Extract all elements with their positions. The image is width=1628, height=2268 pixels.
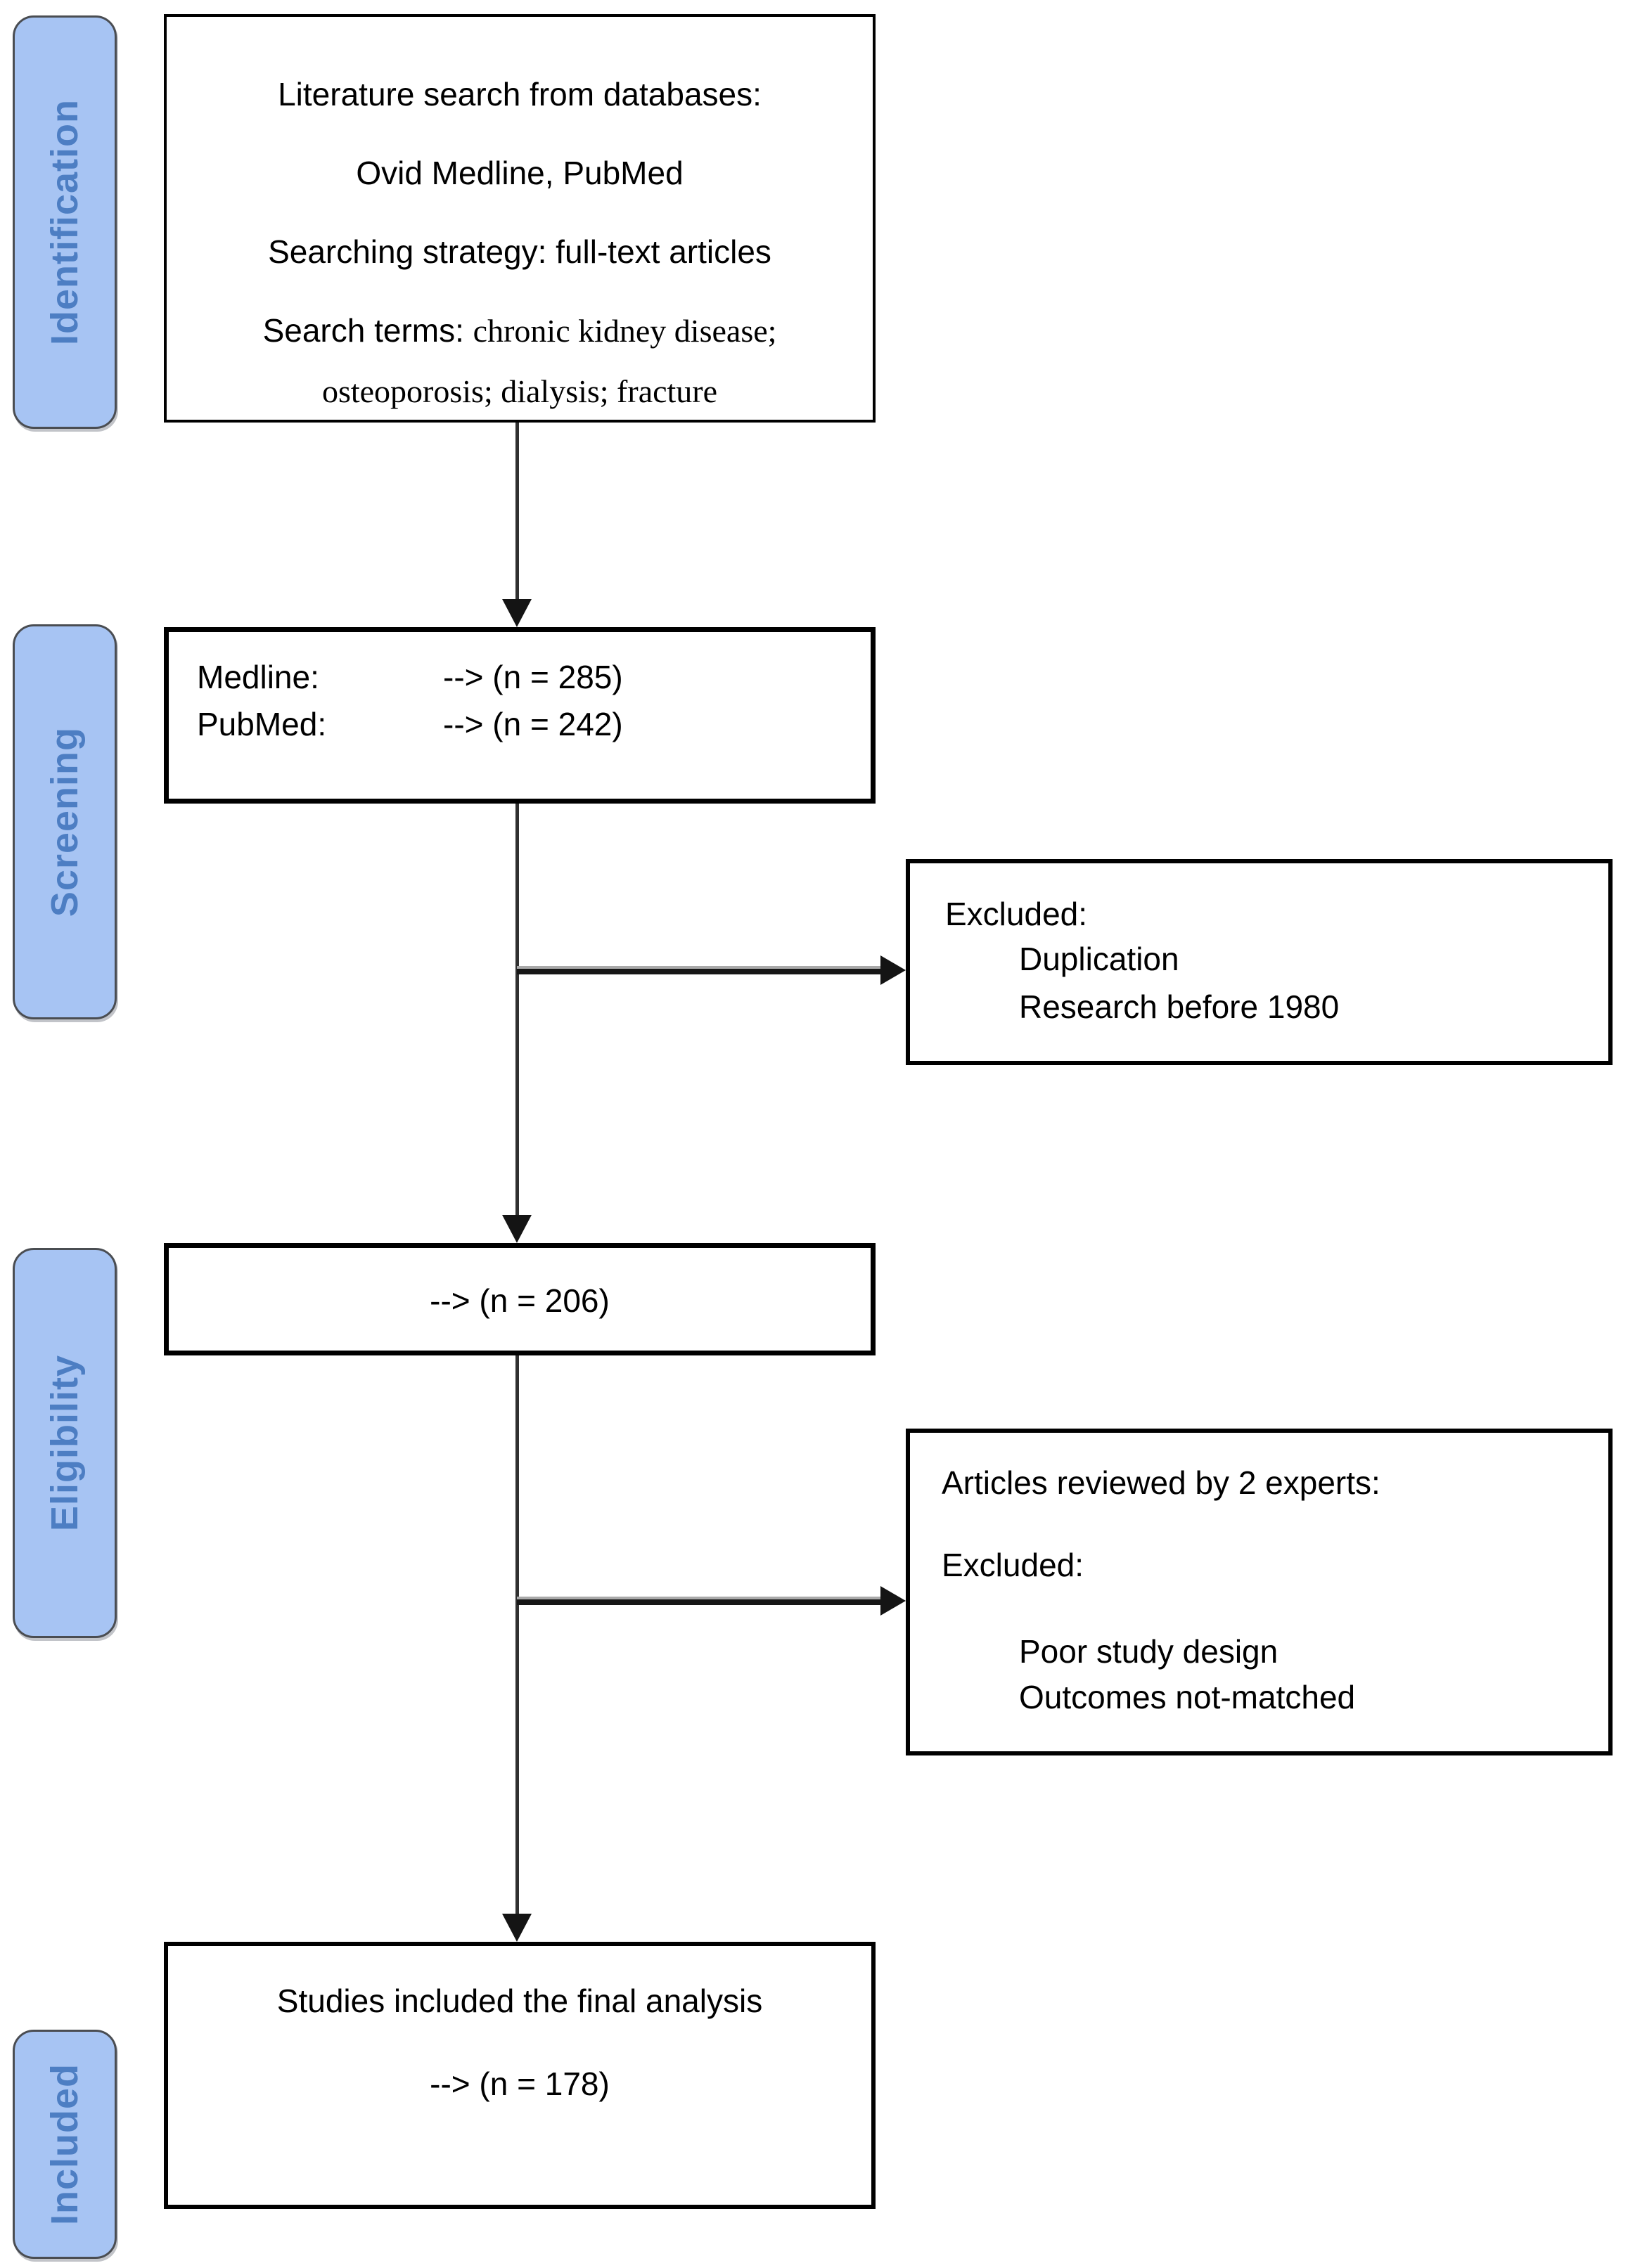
literature-line-5: osteoporosis; dialysis; fracture bbox=[321, 373, 718, 409]
search-terms-serif: chronic kidney disease; bbox=[473, 313, 777, 349]
arrowhead-down-icon bbox=[502, 1914, 532, 1942]
flow-box-eligibility-excluded: Articles reviewed by 2 experts: Excluded… bbox=[906, 1429, 1613, 1755]
connector-line-screening-eligibility bbox=[515, 804, 519, 1218]
stage-label-identification-text: Identification bbox=[44, 99, 86, 345]
stage-label-eligibility: Eligibility bbox=[13, 1248, 117, 1638]
arrowhead-right-icon bbox=[880, 955, 906, 985]
excluded-item: Poor study design bbox=[1019, 1633, 1278, 1670]
flow-box-literature-search: Literature search from databases: Ovid M… bbox=[164, 14, 876, 423]
stage-label-screening-text: Screening bbox=[44, 726, 86, 917]
arrowhead-down-icon bbox=[502, 599, 532, 627]
flow-box-screening-excluded: Excluded: Duplication Research before 19… bbox=[906, 859, 1613, 1065]
excluded-item: Outcomes not-matched bbox=[1019, 1679, 1356, 1715]
stage-label-eligibility-text: Eligibility bbox=[44, 1354, 86, 1532]
literature-line-4: Search terms: chronic kidney disease; bbox=[167, 311, 873, 351]
flow-box-eligibility-count: --> (n = 206) bbox=[164, 1243, 876, 1355]
review-intro: Articles reviewed by 2 experts: bbox=[942, 1464, 1380, 1501]
search-terms-prefix: Search terms: bbox=[262, 312, 473, 349]
count-row-label: PubMed: bbox=[197, 706, 327, 742]
stage-label-included: Included bbox=[13, 2030, 117, 2259]
stage-label-included-text: Included bbox=[44, 2063, 86, 2225]
excluded-title: Excluded: bbox=[945, 896, 1088, 932]
stage-label-identification: Identification bbox=[13, 15, 117, 429]
flow-box-included: Studies included the final analysis --> … bbox=[164, 1942, 876, 2209]
eligibility-count-value: --> (n = 206) bbox=[430, 1282, 610, 1319]
arrowhead-right-icon bbox=[880, 1586, 906, 1616]
literature-line-2: Ovid Medline, PubMed bbox=[356, 155, 684, 191]
connector-line-eligibility-excluded bbox=[517, 1597, 881, 1605]
count-row-value: --> (n = 285) bbox=[443, 659, 623, 695]
literature-line-1: Literature search from databases: bbox=[278, 76, 762, 112]
flow-box-database-counts: Medline: --> (n = 285) PubMed: --> (n = … bbox=[164, 627, 876, 804]
connector-line-eligibility-included bbox=[515, 1355, 519, 1914]
arrowhead-down-icon bbox=[502, 1215, 532, 1243]
literature-line-3: Searching strategy: full-text articles bbox=[268, 233, 771, 270]
excluded-title: Excluded: bbox=[942, 1547, 1084, 1583]
included-line: Studies included the final analysis bbox=[276, 1983, 763, 2019]
connector-line-identification-screening bbox=[515, 423, 519, 603]
included-count-value: --> (n = 178) bbox=[430, 2066, 610, 2102]
excluded-item: Research before 1980 bbox=[1019, 988, 1340, 1025]
count-row-label: Medline: bbox=[197, 659, 319, 695]
stage-label-screening: Screening bbox=[13, 624, 117, 1019]
count-row-value: --> (n = 242) bbox=[443, 706, 623, 742]
connector-line-screening-excluded bbox=[517, 966, 881, 974]
excluded-item: Duplication bbox=[1019, 941, 1179, 977]
